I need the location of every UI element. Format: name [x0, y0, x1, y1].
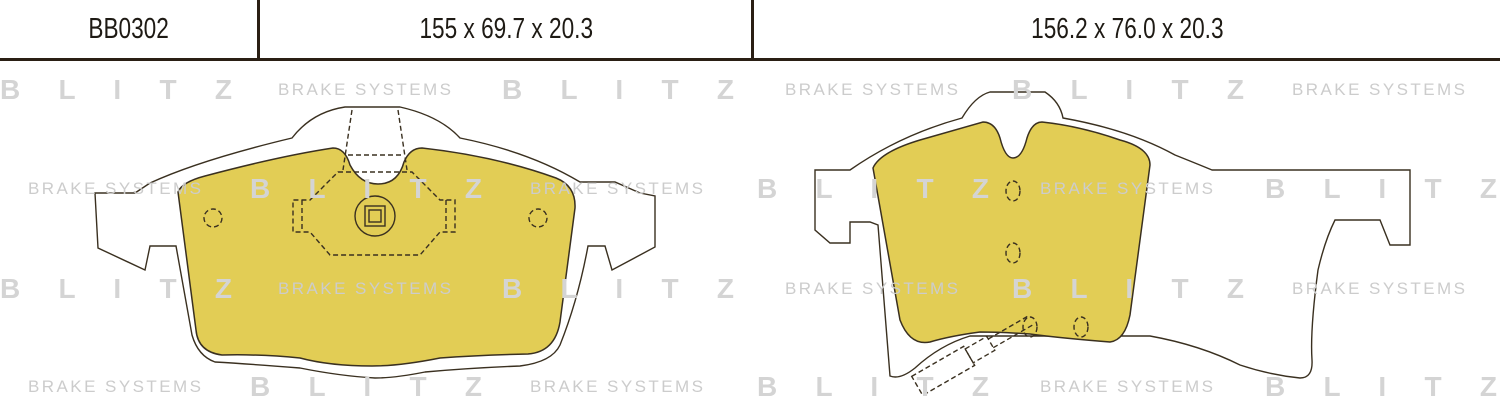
center-square-icon — [364, 205, 386, 227]
right-brake-pad — [814, 91, 1411, 397]
rivet-hole-icon — [203, 208, 223, 228]
right-backing-plate — [814, 91, 1411, 379]
watermark-brand: B L I T Z — [502, 74, 734, 105]
header-table: BB0302 155 x 69.7 x 20.3 156.2 x 76.0 x … — [0, 0, 1500, 61]
watermark-brand: B L I T Z — [250, 371, 482, 402]
watermark-brand: B L I T Z — [0, 74, 232, 105]
rivet-hole-icon — [528, 208, 548, 228]
watermark-brand: B L I T Z — [1265, 173, 1497, 204]
center-pin-icon — [354, 195, 396, 237]
right-pad-hidden-lines — [910, 180, 1089, 397]
watermark-brand: B L I T Z — [757, 371, 989, 402]
watermark-tagline: BRAKE SYSTEMS — [1292, 80, 1469, 99]
watermark-layer: B L I T Z BRAKE SYSTEMS B L I T Z BRAKE … — [0, 74, 1497, 402]
watermark-brand: B L I T Z — [757, 173, 989, 204]
watermark-brand: B L I T Z — [1012, 273, 1244, 304]
wear-indicator-icon — [910, 315, 1033, 397]
watermark-tagline: BRAKE SYSTEMS — [530, 377, 707, 396]
left-friction-material — [177, 147, 576, 367]
watermark-tagline: BRAKE SYSTEMS — [1040, 179, 1217, 198]
right-pad-dimensions: 156.2 x 76.0 x 20.3 — [1030, 12, 1224, 45]
rivet-hole-icon — [1005, 180, 1021, 202]
right-dimensions-cell: 156.2 x 76.0 x 20.3 — [754, 0, 1500, 58]
watermark-tagline: BRAKE SYSTEMS — [530, 179, 707, 198]
left-dimensions-cell: 155 x 69.7 x 20.3 — [260, 0, 752, 58]
watermark-tagline: BRAKE SYSTEMS — [1292, 279, 1469, 298]
rivet-hole-icon — [1073, 316, 1089, 338]
divider — [751, 0, 754, 58]
watermark-tagline: BRAKE SYSTEMS — [1040, 377, 1217, 396]
divider — [257, 0, 260, 58]
watermark-brand: B L I T Z — [250, 173, 482, 204]
part-number: BB0302 — [88, 12, 170, 45]
left-pad-hidden-lines — [203, 109, 548, 256]
watermark-tagline: BRAKE SYSTEMS — [28, 179, 205, 198]
left-backing-plate — [94, 106, 656, 379]
watermark-brand: B L I T Z — [502, 273, 734, 304]
right-friction-material — [872, 121, 1151, 344]
watermark-tagline: BRAKE SYSTEMS — [28, 377, 205, 396]
watermark-tagline: BRAKE SYSTEMS — [785, 80, 962, 99]
left-pad-dimensions: 155 x 69.7 x 20.3 — [419, 12, 593, 45]
watermark-tagline: BRAKE SYSTEMS — [278, 279, 455, 298]
watermark-brand: B L I T Z — [1265, 371, 1497, 402]
rivet-hole-icon — [1005, 242, 1021, 264]
watermark-brand: B L I T Z — [1012, 74, 1244, 105]
left-brake-pad — [94, 106, 656, 379]
watermark-tagline: BRAKE SYSTEMS — [785, 279, 962, 298]
part-number-cell: BB0302 — [0, 0, 258, 58]
rivet-hole-icon — [1022, 316, 1038, 338]
watermark-brand: B L I T Z — [0, 273, 232, 304]
watermark-tagline: BRAKE SYSTEMS — [278, 80, 455, 99]
